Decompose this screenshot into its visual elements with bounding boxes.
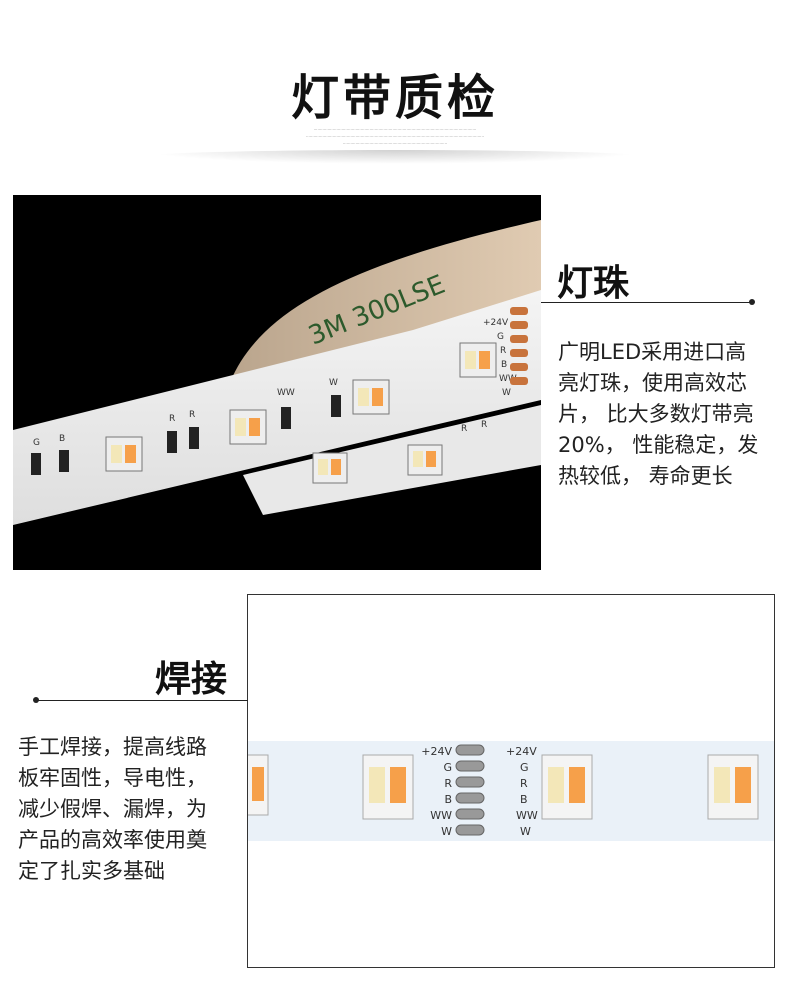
component-label: G (33, 438, 40, 448)
solder-joint-photo: +24V G R B WW W +24V G R B WW W (247, 594, 775, 968)
led-strip-photo: 3M 300LSE (13, 195, 541, 570)
pad-label: W (441, 825, 452, 838)
solder-pads (455, 744, 485, 836)
pad-label: +24V (483, 318, 509, 328)
description-line: 产品的高效率使用奠 (18, 828, 207, 852)
description-line: 片， 比大多数灯带亮 (558, 402, 754, 426)
component-label: R (461, 424, 467, 434)
decorative-fineprint: ········································… (342, 141, 448, 146)
description-line: 板牢固性，导电性， (18, 766, 207, 790)
pad-label: R (520, 777, 528, 790)
led-chip (707, 754, 759, 820)
pad-label: G (443, 761, 452, 774)
pad-label: B (520, 793, 528, 806)
decorative-fineprint: ········································… (313, 127, 477, 132)
led-chip (459, 342, 497, 378)
led-chip (312, 452, 348, 484)
component-label: R (169, 414, 175, 424)
pad-label: WW (516, 809, 538, 822)
led-chip (362, 754, 414, 820)
section-heading-pearl: 灯珠 (557, 263, 630, 304)
description-line: 手工焊接，提高线路 (18, 735, 207, 759)
pad-label: R (444, 777, 452, 790)
pad-label: G (497, 332, 504, 342)
pad-label: R (500, 346, 506, 356)
pad-label: G (520, 761, 529, 774)
title-underline-shadow (140, 150, 650, 164)
pearl-description: 广明LED采用进口高 亮灯珠，使用高效芯 片， 比大多数灯带亮 20%， 性能稳… (558, 337, 783, 492)
pad-label: B (444, 793, 452, 806)
divider-dot (33, 697, 39, 703)
divider-line (36, 700, 248, 701)
pad-label: +24V (506, 745, 537, 758)
component-label: WW (277, 388, 295, 398)
pad-label: WW (430, 809, 452, 822)
pad-label: WW (499, 374, 517, 384)
component-label: B (59, 434, 65, 444)
pad-label: W (520, 825, 531, 838)
component-label: W (329, 378, 338, 388)
resistor (31, 395, 341, 475)
component-label: R (481, 420, 487, 430)
led-chip (541, 754, 593, 820)
description-line: 减少假焊、漏焊，为 (18, 797, 207, 821)
led-chip (248, 754, 269, 816)
led-chip (105, 436, 143, 472)
description-line: 20%， 性能稳定，发 (558, 433, 759, 457)
pad-label: B (501, 360, 507, 370)
page-title: 灯带质检 (290, 70, 499, 126)
decorative-fineprint: ········································… (305, 134, 484, 139)
description-line: 热较低， 寿命更长 (558, 464, 733, 488)
section-heading-weld: 焊接 (155, 659, 228, 700)
solder-joint-illustration: +24V G R B WW W +24V G R B WW W (248, 741, 774, 841)
led-chip (352, 379, 390, 415)
weld-description: 手工焊接，提高线路 板牢固性，导电性， 减少假焊、漏焊，为 产品的高效率使用奠 … (18, 732, 243, 887)
pad-label: W (502, 388, 511, 398)
pad-label: +24V (421, 745, 452, 758)
led-chip (229, 409, 267, 445)
divider-line (541, 302, 752, 303)
component-label: R (189, 410, 195, 420)
divider-dot (749, 299, 755, 305)
led-strip-illustration: 3M 300LSE (13, 220, 541, 525)
description-line: 定了扎实多基础 (18, 859, 165, 883)
description-line: 广明LED采用进口高 (558, 340, 747, 364)
led-chip (407, 444, 443, 476)
description-line: 亮灯珠，使用高效芯 (558, 371, 747, 395)
